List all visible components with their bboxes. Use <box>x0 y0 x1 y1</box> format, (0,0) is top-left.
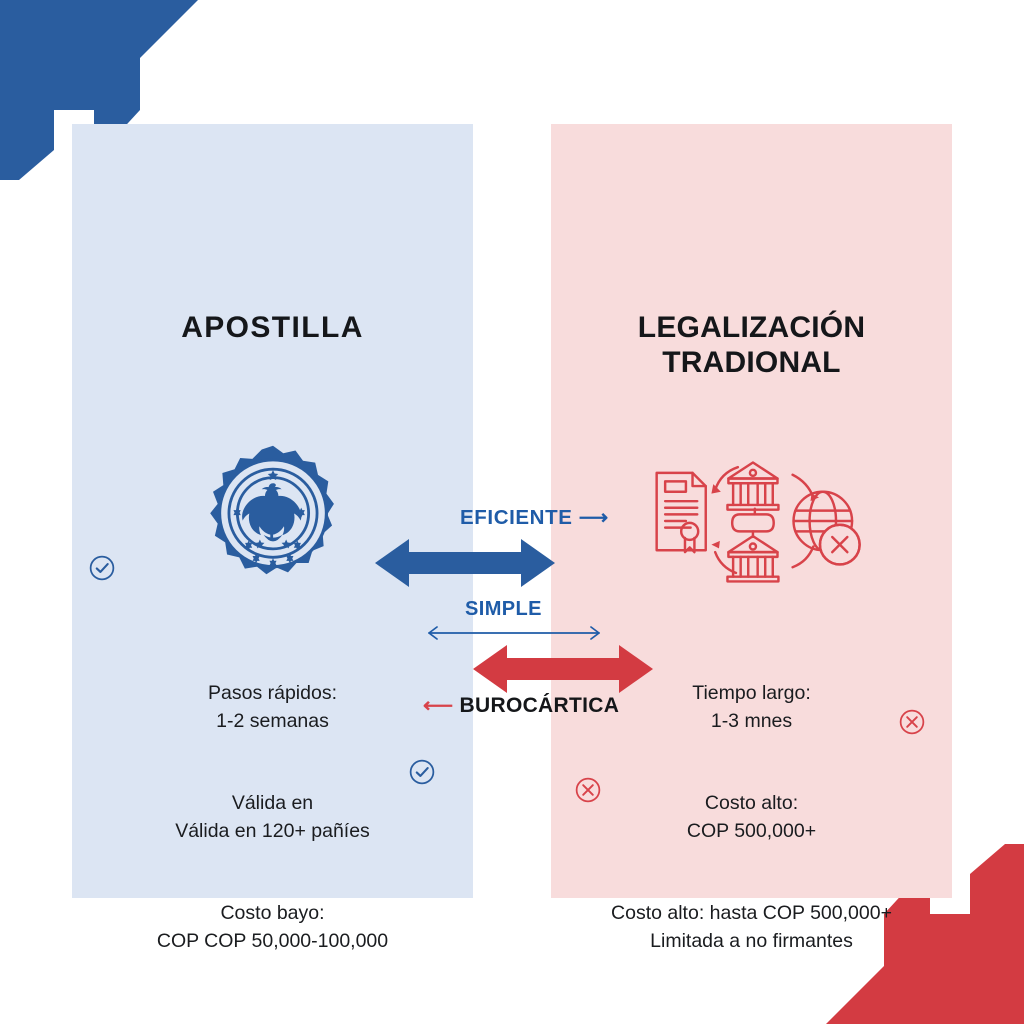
traditional-legalization-flow-icon <box>654 461 861 583</box>
panel-legalizacion-tradional: LEGALIZACIÓN TRADIONAL <box>551 124 952 952</box>
label-simple: SIMPLE <box>465 598 542 621</box>
legalizacion-bullet-cost: Costo alto: COP 500,000+ <box>686 792 817 842</box>
right-arrow-glyph: ⟶ <box>578 506 609 529</box>
blue-thin-double-arrow <box>428 626 600 640</box>
apostilla-bullet-validity: Válida en Válida en 120+ pañíes <box>175 792 370 842</box>
center-comparison-arrows: EFICIENTE ⟶ SIMPLE ⟵ BUROCÁRTICA <box>370 495 660 740</box>
panel-apostilla: APOSTILLA <box>72 124 473 952</box>
blue-double-arrow <box>375 539 555 587</box>
apostille-seal-icon <box>209 445 334 575</box>
apostilla-bullet-cost: Costo bayo: COP COP 50,000-100,000 <box>156 902 389 952</box>
label-simple-text: SIMPLE <box>465 598 542 620</box>
left-arrow-glyph: ⟵ <box>423 694 454 717</box>
apostilla-bullet-time: Pasos rápidos: 1-2 semanas <box>208 682 337 732</box>
x-circle-icon <box>899 709 925 735</box>
check-circle-icon <box>409 759 435 785</box>
panel-legalizacion-title: LEGALIZACIÓN TRADIONAL <box>637 311 866 380</box>
x-circle-icon <box>575 777 601 803</box>
legalizacion-bullet-limits: Costo alto: hasta COP 500,000+ Limitada … <box>611 902 892 952</box>
label-eficiente: EFICIENTE ⟶ <box>460 505 609 530</box>
label-eficiente-text: EFICIENTE <box>460 506 573 529</box>
red-double-arrow <box>473 645 653 693</box>
check-circle-icon <box>89 555 115 581</box>
legalizacion-bullet-time: Tiempo largo: 1-3 mnes <box>692 682 811 732</box>
panel-apostilla-title: APOSTILLA <box>181 311 364 344</box>
label-burocartica-text: BUROCÁRTICA <box>459 694 620 717</box>
label-burocartica: ⟵ BUROCÁRTICA <box>423 693 619 718</box>
